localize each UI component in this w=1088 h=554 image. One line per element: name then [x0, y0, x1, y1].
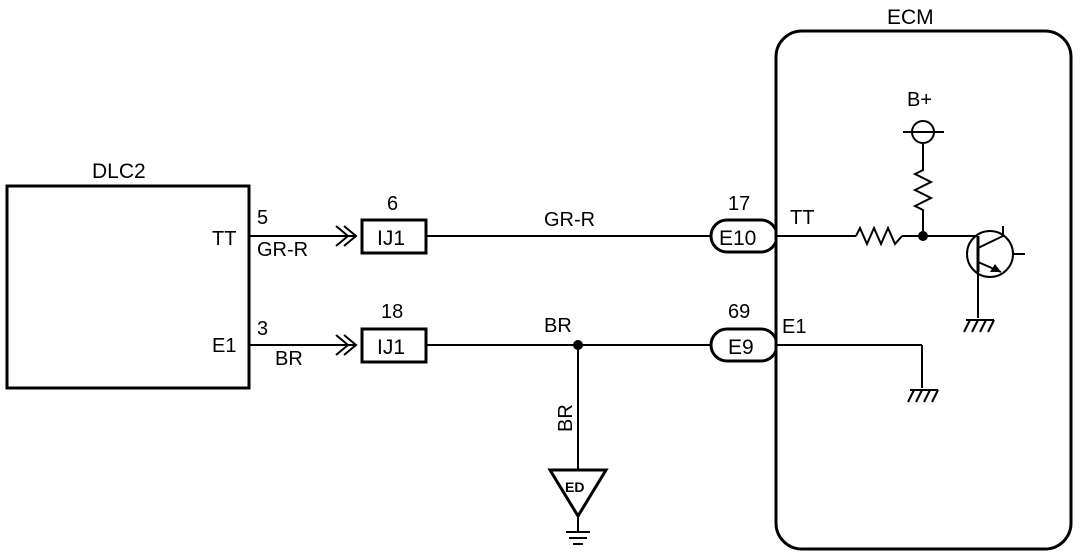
dlc2-e1-pin: 3 — [257, 318, 268, 340]
resistor-icon — [855, 225, 903, 247]
chevron-icon — [343, 334, 358, 356]
ecm-box — [774, 29, 1073, 551]
ground-ed-triangle — [547, 468, 609, 519]
dlc2-title: DLC2 — [92, 160, 146, 183]
connector-ij1-top-label: IJ1 — [377, 227, 405, 250]
chevron-icon — [343, 225, 358, 247]
ecm-block: ECM TT E1 B+ — [774, 6, 1073, 551]
wire-label-br-vertical: BR — [555, 404, 577, 432]
dlc2-box — [5, 184, 251, 390]
transistor-icon — [966, 226, 1025, 318]
wire-label-br-left: BR — [275, 348, 303, 370]
resistor-icon — [912, 144, 934, 236]
connector-e9-label: E9 — [728, 336, 754, 359]
connector-ij1-bottom-pin: 18 — [381, 301, 403, 323]
ecm-title: ECM — [887, 6, 934, 29]
tt-circuit: GR-R IJ1 6 GR-R E10 17 — [249, 193, 779, 261]
connector-e10-pin: 17 — [728, 193, 750, 215]
ground-icon — [963, 319, 995, 333]
ecm-e1-label: E1 — [782, 316, 806, 338]
connector-e9-pin: 69 — [728, 301, 750, 323]
dlc2-tt-pin: 5 — [257, 207, 268, 229]
ground-ed-label: ED — [565, 479, 584, 495]
chevron-icon — [335, 225, 350, 247]
connector-ij1-top — [360, 218, 428, 255]
chevron-icon — [335, 334, 350, 356]
connector-ij1-bottom — [360, 327, 428, 364]
connector-e10-label: E10 — [719, 227, 756, 250]
wire-label-gr-r-mid: GR-R — [544, 209, 595, 231]
connector-ij1-bottom-label: IJ1 — [377, 336, 405, 359]
e1-circuit: BR IJ1 18 BR E9 69 BR ED — [249, 301, 779, 545]
wire-label-gr-r-left: GR-R — [257, 239, 308, 261]
ground-icon — [566, 531, 590, 545]
dlc2-e1-label: E1 — [212, 335, 236, 357]
wire-label-br-mid: BR — [544, 315, 572, 337]
dlc2-block: DLC2 TT E1 5 3 — [5, 160, 268, 390]
ecm-tt-label: TT — [790, 207, 814, 229]
ground-icon — [907, 389, 939, 403]
dlc2-tt-label: TT — [212, 228, 236, 250]
connector-ij1-top-pin: 6 — [387, 193, 398, 215]
bplus-label: B+ — [907, 89, 932, 111]
